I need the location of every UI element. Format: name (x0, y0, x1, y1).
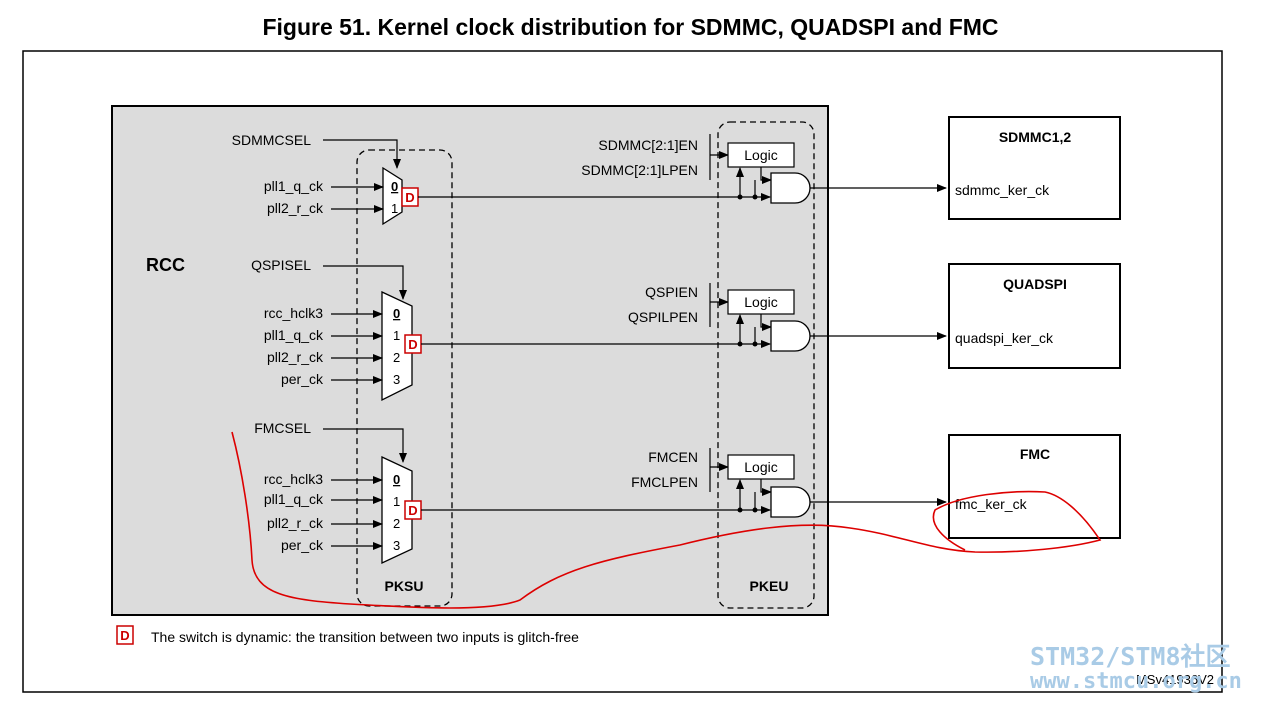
rcc-label: RCC (146, 255, 185, 275)
fmc-enable-label: FMCEN (648, 449, 698, 465)
dynamic-switch-letter: D (405, 190, 414, 205)
legend: D The switch is dynamic: the transition … (116, 625, 579, 645)
figure-id: MSv41936V2 (1136, 672, 1214, 687)
qspi-input-label: per_ck (281, 371, 324, 387)
qspisel-label: QSPISEL (251, 257, 311, 273)
and-gate (770, 172, 811, 204)
qspi-mux (381, 290, 413, 402)
mux-index: 0 (393, 472, 400, 487)
peripheral-clock: quadspi_ker_ck (955, 330, 1054, 346)
mux-index: 0 (393, 306, 400, 321)
qspi-input-label: pll2_r_ck (267, 349, 324, 365)
qspi-input-label: rcc_hclk3 (264, 305, 323, 321)
peripheral-quadspi: QUADSPI quadspi_ker_ck (948, 263, 1121, 369)
sdmmc-input-label: pll1_q_ck (264, 178, 324, 194)
peripheral-name: SDMMC1,2 (999, 129, 1072, 145)
fmc-input-label: pll2_r_ck (267, 515, 324, 531)
mux-index: 3 (393, 372, 400, 387)
qspi-enable-label: QSPILPEN (628, 309, 698, 325)
sdmmc-enable-label: SDMMC[2:1]LPEN (581, 162, 698, 178)
fmcsel-label: FMCSEL (254, 420, 311, 436)
logic-label: Logic (744, 459, 777, 475)
peripheral-clock: sdmmc_ker_ck (955, 182, 1050, 198)
watermark-line2: www.stmcu.org.cn (1030, 669, 1242, 694)
and-gate (770, 486, 811, 518)
sdmmc-group: SDMMCSEL pll1_q_ck pll2_r_ck 0 1 D SDMMC… (232, 132, 947, 226)
logic-block (727, 454, 795, 480)
qspi-group: QSPISEL rcc_hclk3 pll1_q_ck pll2_r_ck pe… (251, 257, 947, 402)
peripheral-fmc: FMC fmc_ker_ck (948, 434, 1121, 539)
mux-index: 1 (393, 494, 400, 509)
legend-marker (116, 625, 134, 645)
sdmmc-input-label: pll2_r_ck (267, 200, 324, 216)
fmc-input-label: rcc_hclk3 (264, 471, 323, 487)
pkeu-box (717, 121, 815, 609)
qspi-input-label: pll1_q_ck (264, 327, 324, 343)
logic-block (727, 289, 795, 315)
legend-marker-letter: D (120, 628, 129, 643)
mux-index: 1 (391, 201, 398, 216)
peripheral-name: FMC (1020, 446, 1050, 462)
figure-title: Figure 51. Kernel clock distribution for… (262, 14, 999, 40)
rcc-block (111, 105, 829, 616)
peripheral-name: QUADSPI (1003, 276, 1067, 292)
dynamic-switch-letter: D (408, 503, 417, 518)
legend-text: The switch is dynamic: the transition be… (151, 629, 579, 645)
watermark-line1: STM32/STM8社区 (1030, 642, 1231, 671)
mux-index: 1 (393, 328, 400, 343)
pkeu-label: PKEU (750, 578, 789, 594)
mux-index: 2 (393, 516, 400, 531)
mux-index: 2 (393, 350, 400, 365)
mux-index: 3 (393, 538, 400, 553)
fmc-input-label: pll1_q_ck (264, 491, 324, 507)
and-gate (770, 320, 811, 352)
sdmmc-enable-label: SDMMC[2:1]EN (598, 137, 698, 153)
peripheral-clock: fmc_ker_ck (955, 496, 1028, 512)
fmc-group: FMCSEL rcc_hclk3 pll1_q_ck pll2_r_ck per… (254, 420, 947, 565)
red-annotation (231, 431, 1102, 609)
qspi-enable-label: QSPIEN (645, 284, 698, 300)
mux-index: 0 (391, 179, 398, 194)
sdmmcsel-label: SDMMCSEL (232, 132, 312, 148)
dynamic-switch-letter: D (408, 337, 417, 352)
logic-label: Logic (744, 294, 777, 310)
peripheral-sdmmc: SDMMC1,2 sdmmc_ker_ck (948, 116, 1121, 220)
logic-block (727, 142, 795, 168)
fmc-input-label: per_ck (281, 537, 324, 553)
logic-label: Logic (744, 147, 777, 163)
fmc-enable-label: FMCLPEN (631, 474, 698, 490)
pksu-label: PKSU (385, 578, 424, 594)
